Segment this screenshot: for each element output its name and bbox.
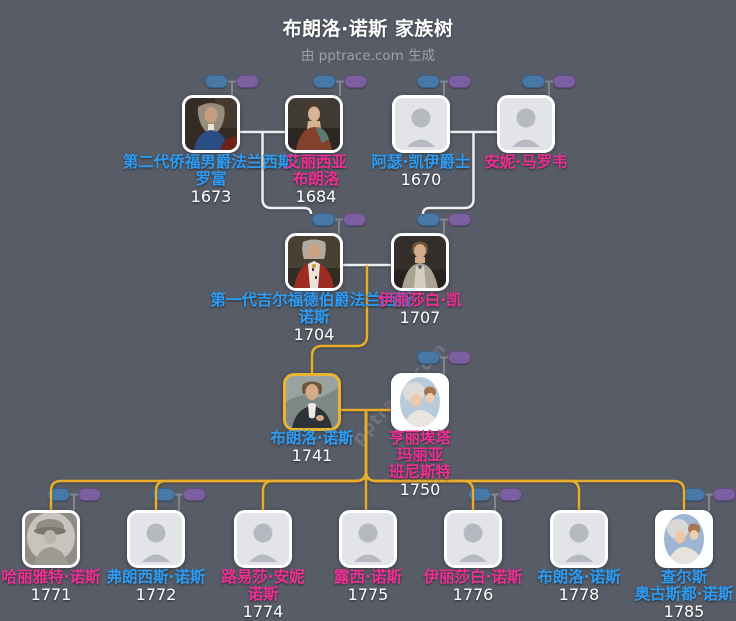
person-card-elizabeth-kaye[interactable] bbox=[391, 233, 449, 291]
person-card-louisa-anne-north[interactable] bbox=[234, 510, 292, 568]
portrait-man-blue-coat-icon bbox=[185, 98, 237, 150]
person-year: 1771 bbox=[30, 585, 72, 604]
oval-miniature-mother-child-blue-icon bbox=[658, 513, 710, 565]
oval-miniature-mother-child-icon bbox=[394, 376, 446, 428]
person-year: 1707 bbox=[399, 308, 441, 327]
collapsed-father-badge[interactable] bbox=[468, 488, 491, 501]
placeholder-avatar-icon bbox=[500, 98, 552, 150]
person-name: 阿瑟·凯伊爵士 bbox=[371, 153, 471, 171]
person-year: 1670 bbox=[400, 170, 442, 189]
bw-sketch-woman-hat-icon bbox=[25, 513, 77, 565]
person-label-brownlow-north: 布朗洛·诺斯 1741 bbox=[192, 429, 432, 465]
person-name: 亨丽埃塔 玛丽亚 班尼斯特 bbox=[388, 429, 451, 481]
person-year: 1684 bbox=[295, 187, 337, 206]
person-card-anne-marrow[interactable] bbox=[497, 95, 555, 153]
person-card-harriet-north[interactable] bbox=[22, 510, 80, 568]
person-year: 1741 bbox=[291, 446, 333, 465]
placeholder-avatar-icon bbox=[395, 98, 447, 150]
collapsed-father-badge[interactable] bbox=[312, 213, 335, 226]
person-label-harriet-north: 哈丽雅特·诺斯 1771 bbox=[0, 568, 171, 604]
collapsed-father-badge[interactable] bbox=[47, 488, 70, 501]
person-name: 路易莎·安妮 诺斯 bbox=[221, 568, 305, 603]
placeholder-avatar-icon bbox=[553, 513, 605, 565]
collapsed-mother-badge[interactable] bbox=[78, 488, 101, 501]
person-name: 第二代侨福男爵法兰西斯· 罗富 bbox=[122, 153, 300, 188]
person-card-charles-augustus-north[interactable] bbox=[655, 510, 713, 568]
collapsed-father-badge[interactable] bbox=[152, 488, 175, 501]
collapsed-mother-badge[interactable] bbox=[553, 75, 576, 88]
person-card-francis-lowe[interactable] bbox=[182, 95, 240, 153]
person-year: 1673 bbox=[190, 187, 232, 206]
collapsed-father-badge[interactable] bbox=[522, 75, 545, 88]
person-card-lucy-north[interactable] bbox=[339, 510, 397, 568]
person-name: 安妮·马罗韦 bbox=[484, 153, 568, 171]
person-card-arthur-kaye[interactable] bbox=[392, 95, 450, 153]
person-card-henrietta-maria-bannister[interactable] bbox=[391, 373, 449, 431]
collapsed-father-badge[interactable] bbox=[682, 488, 705, 501]
person-name: 布朗洛·诺斯 bbox=[537, 568, 621, 586]
person-name: 伊丽莎白·诺斯 bbox=[423, 568, 523, 586]
person-name: 露西·诺斯 bbox=[334, 568, 402, 586]
person-name: 艾丽西亚 布朗洛 bbox=[284, 153, 347, 188]
person-label-brownlow-north-jr: 布朗洛·诺斯 1778 bbox=[459, 568, 699, 604]
portrait-main-person-icon bbox=[286, 376, 338, 428]
collapsed-mother-badge[interactable] bbox=[499, 488, 522, 501]
person-card-elizabeth-north[interactable] bbox=[444, 510, 502, 568]
placeholder-avatar-icon bbox=[447, 513, 499, 565]
collapsed-mother-badge[interactable] bbox=[236, 75, 259, 88]
collapsed-father-badge[interactable] bbox=[417, 75, 440, 88]
person-label-francis-north-1st-earl: 第一代吉尔福德伯爵法兰西斯· 诺斯 1704 bbox=[194, 291, 434, 344]
person-name: 查尔斯 奥古斯都·诺斯 bbox=[634, 568, 734, 603]
page-title: 布朗洛·诺斯 家族树 bbox=[282, 18, 454, 40]
person-label-louisa-anne-north: 路易莎·安妮 诺斯 1774 bbox=[143, 568, 383, 621]
person-year: 1774 bbox=[242, 602, 284, 621]
person-name: 布朗洛·诺斯 bbox=[270, 429, 354, 447]
collapsed-mother-badge[interactable] bbox=[183, 488, 206, 501]
default-links bbox=[240, 130, 497, 267]
collapsed-mother-badge[interactable] bbox=[448, 75, 471, 88]
person-year: 1785 bbox=[663, 602, 705, 621]
collapsed-father-badge[interactable] bbox=[313, 75, 336, 88]
person-card-francis-north[interactable] bbox=[127, 510, 185, 568]
person-label-alicia-brownlow: 艾丽西亚 布朗洛 1684 bbox=[196, 153, 436, 206]
portrait-woman-silver-dress-icon bbox=[394, 236, 446, 288]
page-subtitle: 由 pptrace.com 生成 bbox=[300, 48, 436, 64]
placeholder-avatar-icon bbox=[237, 513, 289, 565]
lineage-highlight-links bbox=[49, 265, 686, 511]
collapsed-mother-badge[interactable] bbox=[448, 351, 471, 364]
collapsed-mother-badge[interactable] bbox=[343, 213, 366, 226]
person-year: 1775 bbox=[347, 585, 389, 604]
person-year: 1778 bbox=[558, 585, 600, 604]
person-label-elizabeth-kaye: 伊丽莎白·凯 1707 bbox=[300, 291, 540, 327]
person-label-elizabeth-north: 伊丽莎白·诺斯 1776 bbox=[353, 568, 593, 604]
person-label-charles-augustus-north: 查尔斯 奥古斯都·诺斯 1785 bbox=[564, 568, 736, 621]
person-card-brownlow-north-main[interactable] bbox=[283, 373, 341, 431]
person-label-francis-north: 弗朗西斯·诺斯 1772 bbox=[36, 568, 276, 604]
person-name: 弗朗西斯·诺斯 bbox=[106, 568, 206, 586]
person-label-anne-marrow: 安妮·马罗韦 bbox=[406, 154, 646, 171]
person-year: 1776 bbox=[452, 585, 494, 604]
collapsed-mother-badge[interactable] bbox=[448, 213, 471, 226]
collapsed-father-badge[interactable] bbox=[417, 351, 440, 364]
placeholder-avatar-icon bbox=[130, 513, 182, 565]
portrait-man-red-robe-icon bbox=[288, 236, 340, 288]
portrait-woman-red-dress-icon bbox=[288, 98, 340, 150]
person-card-brownlow-north-jr[interactable] bbox=[550, 510, 608, 568]
collapsed-mother-badge[interactable] bbox=[713, 488, 736, 501]
placeholder-avatar-icon bbox=[342, 513, 394, 565]
person-name: 伊丽莎白·凯 bbox=[378, 291, 462, 309]
person-card-francis-north-1st-earl[interactable] bbox=[285, 233, 343, 291]
collapsed-father-badge[interactable] bbox=[417, 213, 440, 226]
person-name: 哈丽雅特·诺斯 bbox=[1, 568, 101, 586]
person-year: 1704 bbox=[293, 325, 335, 344]
person-label-francis-lowe: 第二代侨福男爵法兰西斯· 罗富 1673 bbox=[91, 153, 331, 206]
person-card-alicia-brownlow[interactable] bbox=[285, 95, 343, 153]
person-year: 1772 bbox=[135, 585, 177, 604]
person-label-arthur-kaye: 阿瑟·凯伊爵士 1670 bbox=[301, 153, 541, 189]
person-name: 第一代吉尔福德伯爵法兰西斯· 诺斯 bbox=[210, 291, 418, 326]
person-label-lucy-north: 露西·诺斯 1775 bbox=[248, 568, 488, 604]
collapsed-father-badge[interactable] bbox=[205, 75, 228, 88]
collapsed-mother-badge[interactable] bbox=[344, 75, 367, 88]
